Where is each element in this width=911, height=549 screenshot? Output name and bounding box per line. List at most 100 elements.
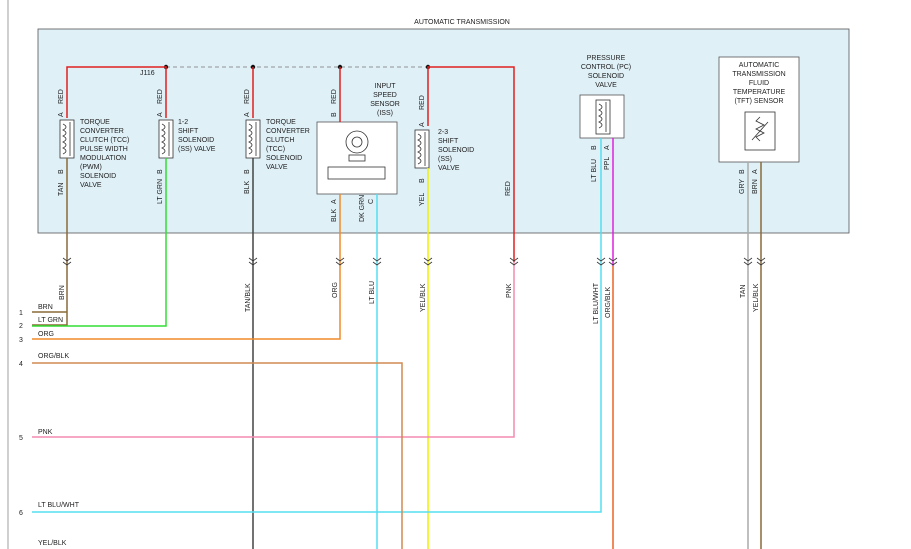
wire-label-red: RED (157, 89, 164, 104)
svg-text:B: B (58, 169, 65, 174)
wire-label-tan: TAN (58, 183, 65, 196)
pc-solenoid-icon (595, 99, 611, 135)
label-line: 1-2 (178, 119, 188, 126)
wire-label-red: RED (505, 181, 512, 196)
label-line: CONTROL (PC) (581, 64, 631, 71)
harness-label-org-blk: ORG/BLK (605, 287, 612, 318)
label-line: VALVE (595, 82, 617, 89)
pin-number: 5 (19, 435, 23, 442)
pin-wire-label: BRN (38, 304, 53, 311)
label-line: SOLENOID (178, 137, 214, 144)
harness-label-tan: TAN (740, 285, 747, 298)
lt-blu-wht-wire (32, 138, 602, 513)
label-line: VALVE (80, 182, 102, 189)
label-line: TEMPERATURE (733, 89, 786, 96)
ss23-solenoid-icon (414, 129, 430, 169)
tcc-solenoid-label: TORQUE CONVERTER CLUTCH (TCC) SOLENOID VALVE (266, 119, 310, 171)
pin-letters: A B A B A B B A C A B B A B A (58, 112, 759, 204)
tft-sensor-box (718, 56, 800, 163)
harness-label-lt-blu-wht: LT BLU/WHT (593, 282, 600, 324)
label-line: CLUTCH (TCC) (80, 137, 129, 144)
pin-wire-label: ORG (38, 331, 54, 338)
label-line: (TFT) SENSOR (735, 98, 784, 105)
svg-text:A: A (419, 122, 426, 127)
pin-number: 2 (19, 323, 23, 330)
label-line: TORQUE (266, 119, 296, 126)
pin-number: 6 (19, 510, 23, 517)
label-line: SOLENOID (266, 155, 302, 162)
label-line: (SS) (438, 156, 452, 163)
pin-wire-label: LT BLU/WHT (38, 502, 80, 509)
wire-label-blk: BLK (331, 208, 338, 222)
svg-text:C: C (368, 199, 375, 204)
label-line: (PWM) (80, 164, 102, 171)
pin-wire-label: LT GRN (38, 317, 63, 324)
tcc-solenoid-icon (245, 119, 261, 159)
pin-number: 3 (19, 337, 23, 344)
svg-text:A: A (157, 112, 164, 117)
harness-label-brn: BRN (59, 285, 66, 300)
harness-label-tan-blk: TAN/BLK (245, 283, 252, 312)
red-wire-main (427, 66, 515, 262)
wire-label-ppl: PPL (604, 157, 611, 170)
harness-label-org: ORG (332, 282, 339, 298)
label-line: SHIFT (178, 128, 199, 135)
label-line: CLUTCH (266, 137, 294, 144)
label-line: AUTOMATIC (739, 62, 780, 69)
wire-label-red: RED (419, 95, 426, 110)
label-line: CONVERTER (80, 128, 124, 135)
label-line: SHIFT (438, 138, 459, 145)
svg-text:B: B (739, 169, 746, 174)
pin-wire-label: ORG/BLK (38, 353, 69, 360)
wire-label-yel: YEL (419, 193, 426, 206)
tft-thermistor-icon (744, 111, 776, 151)
svg-text:B: B (244, 169, 251, 174)
wire-label-dk-grn: DK GRN (359, 195, 366, 222)
label-line: TORQUE (80, 119, 110, 126)
label-line: CONVERTER (266, 128, 310, 135)
wire-label-lt-blu: LT BLU (591, 159, 598, 182)
svg-text:A: A (331, 199, 338, 204)
label-line: 2-3 (438, 129, 448, 136)
svg-text:A: A (58, 112, 65, 117)
svg-text:B: B (419, 178, 426, 183)
pin-number: 4 (19, 361, 23, 368)
org-blk-harness-wire (32, 362, 403, 549)
wire-label-brn: BRN (752, 179, 759, 194)
svg-text:A: A (244, 112, 251, 117)
pin-number: 1 (19, 310, 23, 317)
pin-wire-label: PNK (38, 429, 53, 436)
wire-label-red: RED (244, 89, 251, 104)
label-line: (ISS) (377, 110, 393, 117)
harness-label-yel-blk: YEL/BLK (753, 283, 760, 312)
label-line: SOLENOID (80, 173, 116, 180)
label-line: (TCC) (266, 146, 285, 153)
transmission-title: AUTOMATIC TRANSMISSION (414, 19, 510, 26)
splice-label: J116 (140, 70, 155, 77)
inline-connector-icons (62, 257, 766, 266)
label-line: PRESSURE (587, 55, 626, 62)
wire-label-lt-grn: LT GRN (157, 179, 164, 204)
label-line: TRANSMISSION (732, 71, 785, 78)
brn-wire (32, 158, 68, 326)
label-line: VALVE (438, 165, 460, 172)
label-line: VALVE (266, 164, 288, 171)
pin-wire-label: YEL/BLK (38, 540, 67, 547)
iss-sensor-icon (327, 130, 386, 180)
label-line: MODULATION (80, 155, 126, 162)
pnk-wire (32, 262, 515, 438)
label-line: INPUT (375, 83, 397, 90)
label-line: FLUID (749, 80, 769, 87)
wire-label-red: RED (58, 89, 65, 104)
label-line: SENSOR (370, 101, 400, 108)
lt-grn-wire (32, 158, 167, 327)
svg-text:B: B (157, 169, 164, 174)
ss12-solenoid-icon (158, 119, 174, 159)
svg-text:A: A (604, 145, 611, 150)
harness-label-yel-blk: YEL/BLK (420, 283, 427, 312)
